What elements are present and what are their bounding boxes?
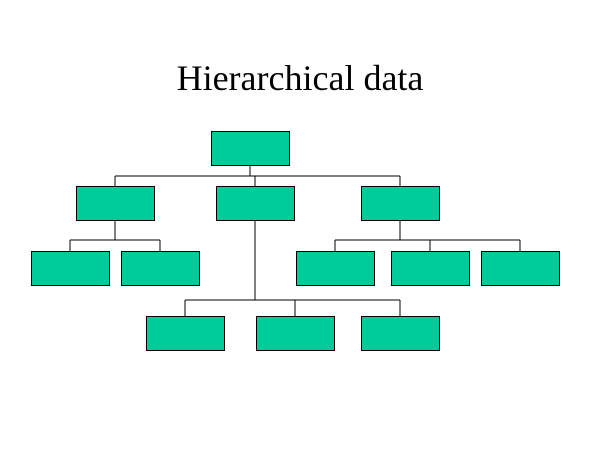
tree-node-c1 [296, 251, 375, 286]
tree-node-c [361, 186, 440, 221]
tree-node-c3 [481, 251, 560, 286]
tree-node-c2 [391, 251, 470, 286]
connector-group [69, 165, 521, 316]
tree-node-b2 [256, 316, 335, 351]
tree-node-a2 [121, 251, 200, 286]
tree-node-a [76, 186, 155, 221]
tree-node-b1 [146, 316, 225, 351]
node-group [31, 131, 560, 351]
tree-node-root [211, 131, 290, 166]
tree-node-b3 [361, 316, 440, 351]
slide-title: Hierarchical data [176, 58, 424, 98]
tree-node-b [216, 186, 295, 221]
tree-node-a1 [31, 251, 110, 286]
